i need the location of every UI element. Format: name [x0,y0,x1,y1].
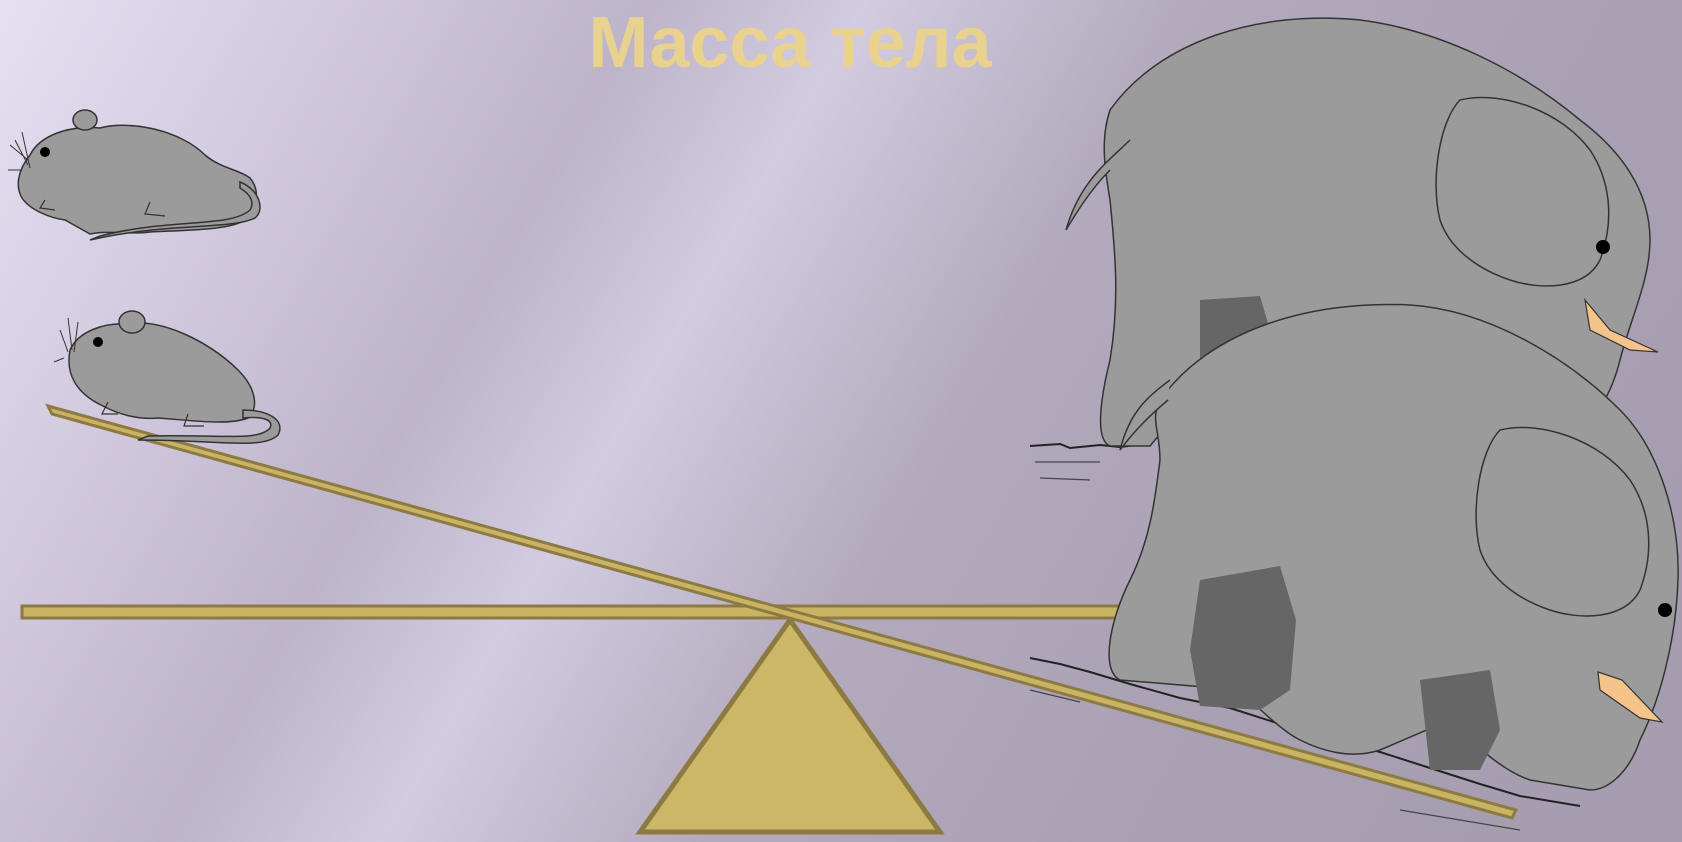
fulcrum-triangle [640,620,940,832]
mouse-icon [8,110,260,240]
